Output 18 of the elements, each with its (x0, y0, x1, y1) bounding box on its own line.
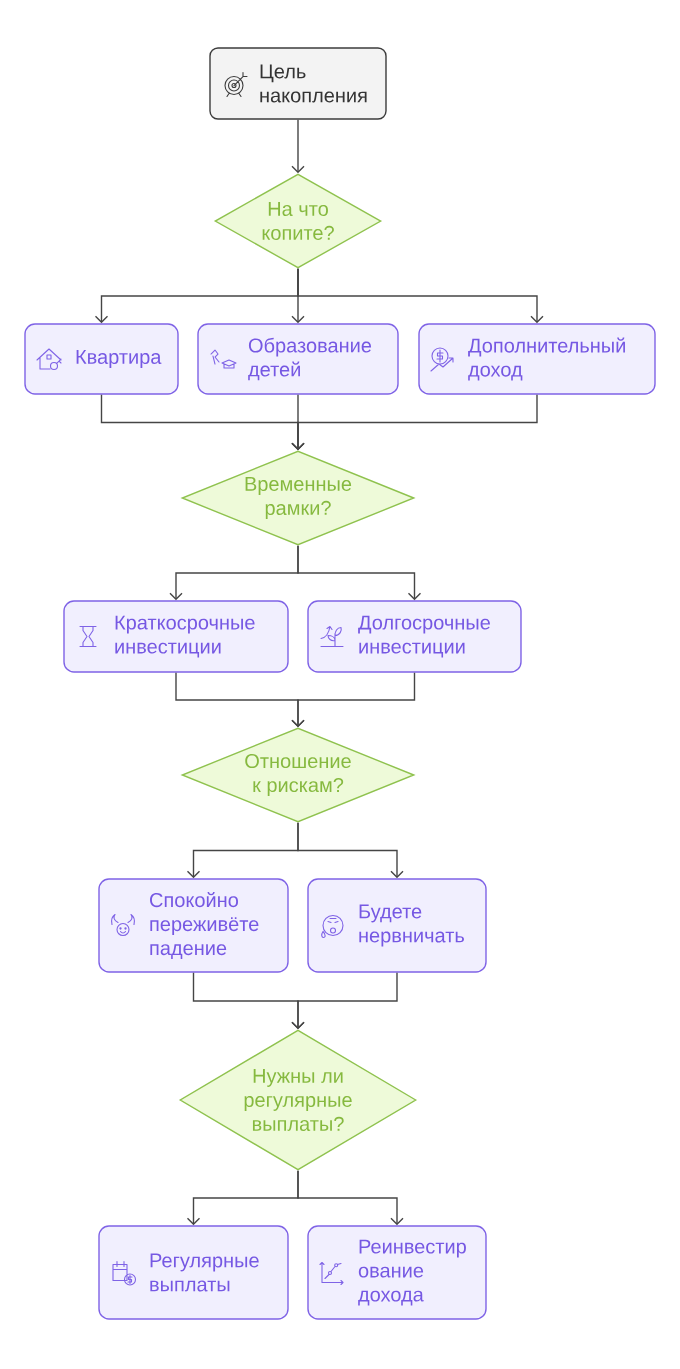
arrow (291, 119, 305, 174)
arrow (297, 545, 422, 601)
option-box: Квартира (24, 323, 179, 395)
option-box: Долгосрочные инвестиции (307, 600, 522, 673)
option-box: Краткосрочные инвестиции (63, 600, 289, 673)
option-box: Дополнительный доход (418, 323, 656, 395)
option-box: Спокойно переживёте падение (98, 878, 289, 973)
arrow (291, 972, 398, 1030)
arrow (297, 1170, 404, 1226)
goal-box: Цель накопления (209, 47, 387, 120)
arrow (297, 268, 544, 324)
arrow (291, 672, 416, 728)
option-box: Регулярные выплаты (98, 1225, 289, 1320)
option-box: Будете нервничать (307, 878, 487, 973)
option-box: Реинвестир ование дохода (307, 1225, 487, 1320)
arrow (291, 394, 538, 451)
option-box: Образование детей (197, 323, 399, 395)
arrow (297, 822, 404, 879)
